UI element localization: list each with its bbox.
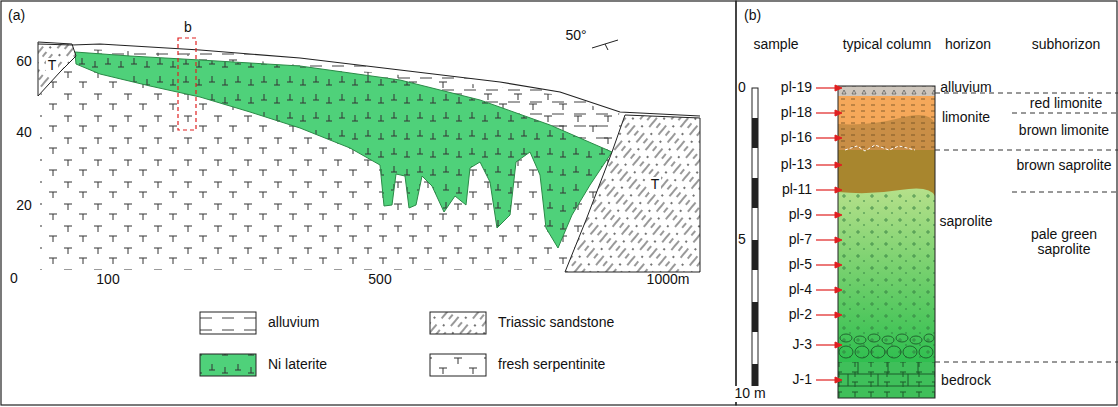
legend-text: Triassic sandstone — [498, 315, 614, 330]
dip-symbol — [592, 40, 618, 50]
sample-label: pl-5 — [789, 257, 812, 272]
section-marker: b — [184, 20, 192, 35]
axis-tick: 500 — [368, 272, 391, 287]
sample-label: pl-2 — [789, 307, 812, 322]
column-header: subhorizon — [1032, 37, 1101, 52]
subhorizon-label: pale green saprolite — [1022, 227, 1106, 258]
unit-label: T — [46, 58, 59, 73]
sample-label: pl-19 — [781, 80, 812, 95]
triassic-block — [38, 42, 76, 96]
scale-tick: 5 — [738, 232, 746, 247]
triassic-block — [565, 115, 700, 272]
column-header: typical column — [843, 37, 932, 52]
panel-frame — [736, 1, 1117, 405]
legend-text: Ni laterite — [268, 357, 327, 372]
sample-label: J-3 — [793, 337, 812, 352]
axis-tick: 40 — [16, 125, 32, 140]
boundary-dashes — [935, 93, 1118, 362]
axis-tick: 1000m — [647, 272, 690, 287]
subhorizon-label: red limonite — [1030, 96, 1102, 111]
horizon-label: limonite — [942, 110, 990, 125]
horizon-label: bedrock — [941, 373, 991, 388]
scale-bar — [752, 88, 758, 395]
sample-label: pl-16 — [781, 130, 812, 145]
sample-location-box — [178, 38, 196, 130]
sample-label: pl-9 — [789, 207, 812, 222]
scale-tick: 10 m — [732, 386, 767, 401]
legend-swatch — [430, 312, 486, 334]
horizon-label: saprolite — [940, 214, 993, 229]
legend-swatch — [200, 354, 256, 376]
legend-swatch — [430, 354, 486, 376]
subhorizon-label: brown saprolite — [1017, 158, 1112, 173]
sample-label: pl-4 — [789, 282, 812, 297]
sample-label: pl-7 — [789, 232, 812, 247]
sample-label: J-1 — [793, 372, 812, 387]
unit-label: T — [649, 177, 662, 192]
horizon-label: alluvium — [940, 80, 991, 95]
panel-label: (a) — [8, 8, 25, 23]
panel-frame — [1, 1, 736, 405]
legend-swatch — [200, 312, 256, 334]
axis-tick: 0 — [10, 271, 18, 286]
axis-tick: 100 — [96, 272, 119, 287]
axis-tick: 20 — [16, 198, 32, 213]
column-header: sample — [753, 37, 798, 52]
ground-surface — [38, 44, 700, 116]
sample-arrows — [816, 85, 842, 383]
profile-column — [838, 86, 935, 398]
ni-laterite-body — [75, 52, 612, 248]
dip-label: 50° — [565, 28, 586, 43]
column-header: horizon — [945, 37, 991, 52]
sample-label: pl-13 — [781, 157, 812, 172]
legend-text: fresh serpentinite — [498, 357, 605, 372]
legend-text: alluvium — [268, 315, 319, 330]
axis-tick: 60 — [16, 54, 32, 69]
panel-label: (b) — [744, 8, 761, 23]
scale-tick: 0 — [738, 80, 746, 95]
subhorizon-label: brown limonite — [1019, 123, 1109, 138]
sample-label: pl-11 — [782, 182, 812, 197]
sample-label: pl-18 — [781, 105, 812, 120]
